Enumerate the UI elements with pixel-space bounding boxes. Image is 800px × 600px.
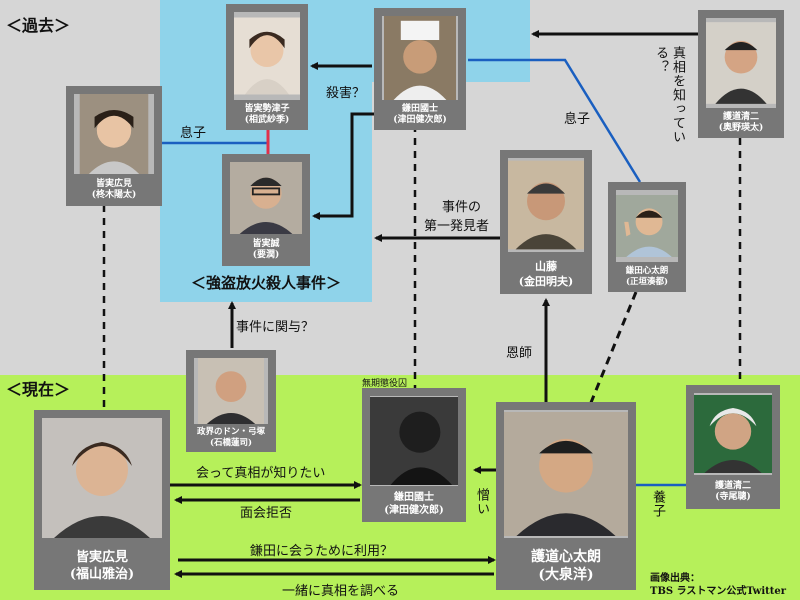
label-refused: 面会拒否 [240,506,293,521]
label-involved: 事件に関与？ [236,320,315,335]
label-hate: 憎い [474,488,489,516]
person-card-hiromi-past[interactable]: 皆実広見(柊木陽太) [66,86,162,206]
kunishi-makoto-arrow [312,112,380,220]
crime-title: ＜強盗放火殺人事件＞ [190,274,341,292]
label-son-shintaro: 息子 [564,112,591,127]
portrait-image [504,410,628,538]
label-want-truth: 会って真相が知りたい [196,466,326,481]
past-label: ＜過去＞ [6,16,71,35]
portrait-image [694,393,772,475]
portrait-image [230,162,302,234]
portrait-image [234,12,300,100]
person-card-shintaro-now[interactable]: 護道心太朗(大泉洋) [496,402,636,590]
person-card-seiji-past[interactable]: 護道清二(奥野瑛太) [698,10,784,138]
person-card-hiromi-now[interactable]: 皆実広見(福山雅治) [34,410,170,590]
portrait-image [706,18,776,108]
label-first-finder: 事件の 第一発見者 [424,200,490,234]
person-card-yamafuji[interactable]: 山藤(金田明夫) [500,150,592,294]
label-mentor: 恩師 [506,346,533,361]
portrait-image [508,158,584,252]
son-line-shintaro [468,58,642,183]
person-card-seiji-now[interactable]: 護道清二(寺尾聰) [686,385,780,509]
person-card-kunishi-past[interactable]: 鎌田國士(津田健次郎) [374,8,466,130]
portrait-image [370,396,458,486]
label-murder: 殺害？ [326,86,366,101]
label-together: 一緒に真相を調べる [282,584,400,599]
person-card-kunishi-now[interactable]: 鎌田國士(津田健次郎) [362,388,466,522]
person-card-yumizuka[interactable]: 政界のドン・弓塚(石橋蓮司) [186,350,276,452]
label-adopted: 養子 [650,490,665,518]
portrait-image [616,190,678,262]
shintaro-timeline-dashed [588,291,638,406]
present-label: ＜現在＞ [6,380,71,399]
label-knows-truth: 真相を知っている？ [653,46,685,144]
label-son-hiromi: 息子 [180,126,207,141]
person-card-shintaro-past[interactable]: 鎌田心太朗(正垣湊都) [608,182,686,292]
person-card-makoto[interactable]: 皆実誠(要潤) [222,154,310,266]
portrait-image [74,94,154,174]
portrait-image [194,358,268,424]
life-prisoner-tag: 無期懲役囚 [362,379,408,389]
image-credit: 画像出典： TBS ラストマン公式Twitter [650,573,787,597]
label-use: 鎌田に会うために利用？ [250,544,394,559]
portrait-image [42,418,162,538]
portrait-image [382,16,458,100]
person-card-setsuko[interactable]: 皆実勢津子(相武紗季) [226,4,308,130]
